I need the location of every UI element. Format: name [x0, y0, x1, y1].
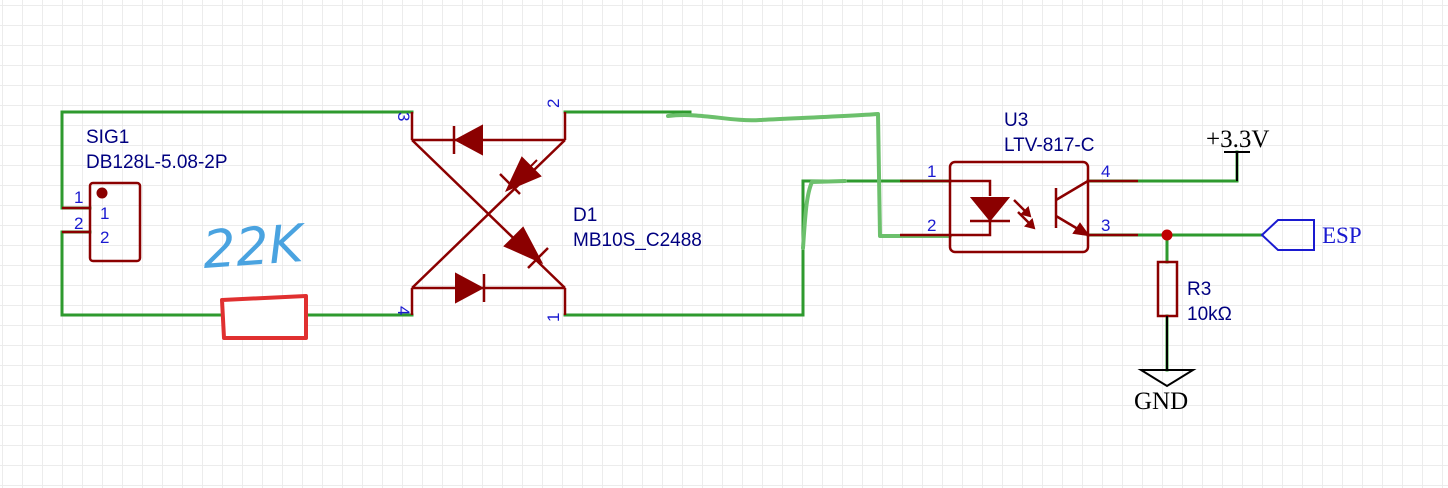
net-port-esp[interactable]: ESP	[1260, 219, 1362, 251]
connector-pin2-number: 2	[74, 214, 83, 233]
optocoupler-body	[948, 160, 1090, 254]
light-arrow-1-head	[1020, 206, 1032, 218]
bridge-pin2-number: 2	[544, 99, 563, 108]
diode-top-icon	[453, 124, 483, 156]
resistor-r3[interactable]: R3 10kΩ	[1156, 260, 1232, 325]
bridge-pin4-number: 4	[394, 306, 413, 315]
resistor-value: 10kΩ	[1187, 304, 1232, 325]
vcc-label: +3.3V	[1206, 126, 1269, 153]
connector-pin1-number: 1	[74, 188, 83, 207]
gnd-triangle-icon	[1137, 369, 1197, 388]
bridge-value: MB10S_C2488	[573, 230, 702, 251]
handwritten-annotation: 22K	[201, 214, 309, 340]
diode-diag-lower-bar	[527, 247, 549, 269]
bridge-pin1-number: 1	[544, 313, 563, 322]
diode-bottom-icon	[455, 272, 485, 304]
optocoupler-designator: U3	[1004, 110, 1028, 131]
connector-designator: SIG1	[86, 127, 129, 148]
resistor-designator: R3	[1187, 279, 1211, 300]
led-cathode-path	[950, 220, 992, 237]
opto-pin4-number: 4	[1101, 162, 1110, 181]
handdrawn-resistor-icon	[220, 294, 308, 340]
handdrawn-wire	[666, 112, 952, 238]
net-port-flag-icon	[1260, 219, 1315, 251]
bridge-designator: D1	[573, 205, 597, 226]
bridge-pin3-number: 3	[394, 112, 413, 121]
optocoupler-value: LTV-817-C	[1004, 135, 1094, 156]
led-anode-path	[950, 179, 992, 196]
diode-diag-upper-bar	[499, 173, 521, 195]
connector-inner-pin1: 1	[100, 204, 109, 223]
net-port-label: ESP	[1322, 223, 1362, 248]
led-icon	[969, 197, 1011, 222]
opto-pin1-number: 1	[927, 162, 936, 181]
bridge-rectifier-d1[interactable]: 3 4 2 1 D1 MB10S_C2488	[394, 99, 702, 322]
bridge-diagonal-b	[411, 139, 566, 289]
opto-pin3-number: 3	[1101, 216, 1110, 235]
junction-dot	[1161, 229, 1173, 241]
gnd-label: GND	[1134, 388, 1188, 415]
emitter-arrow-icon	[1072, 222, 1091, 237]
opto-pin2-number: 2	[927, 216, 936, 235]
connector-value: DB128L-5.08-2P	[86, 152, 228, 173]
light-arrow-2-head	[1024, 218, 1036, 230]
connector-body	[88, 181, 142, 263]
transistor-collector	[1055, 179, 1089, 202]
diode-diag-lower-icon	[503, 226, 544, 265]
handwritten-note: 22K	[201, 214, 309, 281]
power-symbol-vcc[interactable]: +3.3V	[1206, 126, 1269, 181]
pin1-marker	[96, 187, 108, 199]
handdrawn-wire-left	[801, 179, 847, 250]
diode-diag-upper-body	[504, 156, 542, 192]
ground-symbol[interactable]: GND	[1134, 316, 1197, 415]
resistor-body	[1156, 260, 1179, 318]
connector-inner-pin2: 2	[100, 228, 109, 247]
connector-sig1[interactable]: 1 2 1 2 SIG1 DB128L-5.08-2P	[62, 127, 228, 263]
optocoupler-u3[interactable]: 1 2 4 3 U3 LTV-817-C	[900, 110, 1138, 254]
